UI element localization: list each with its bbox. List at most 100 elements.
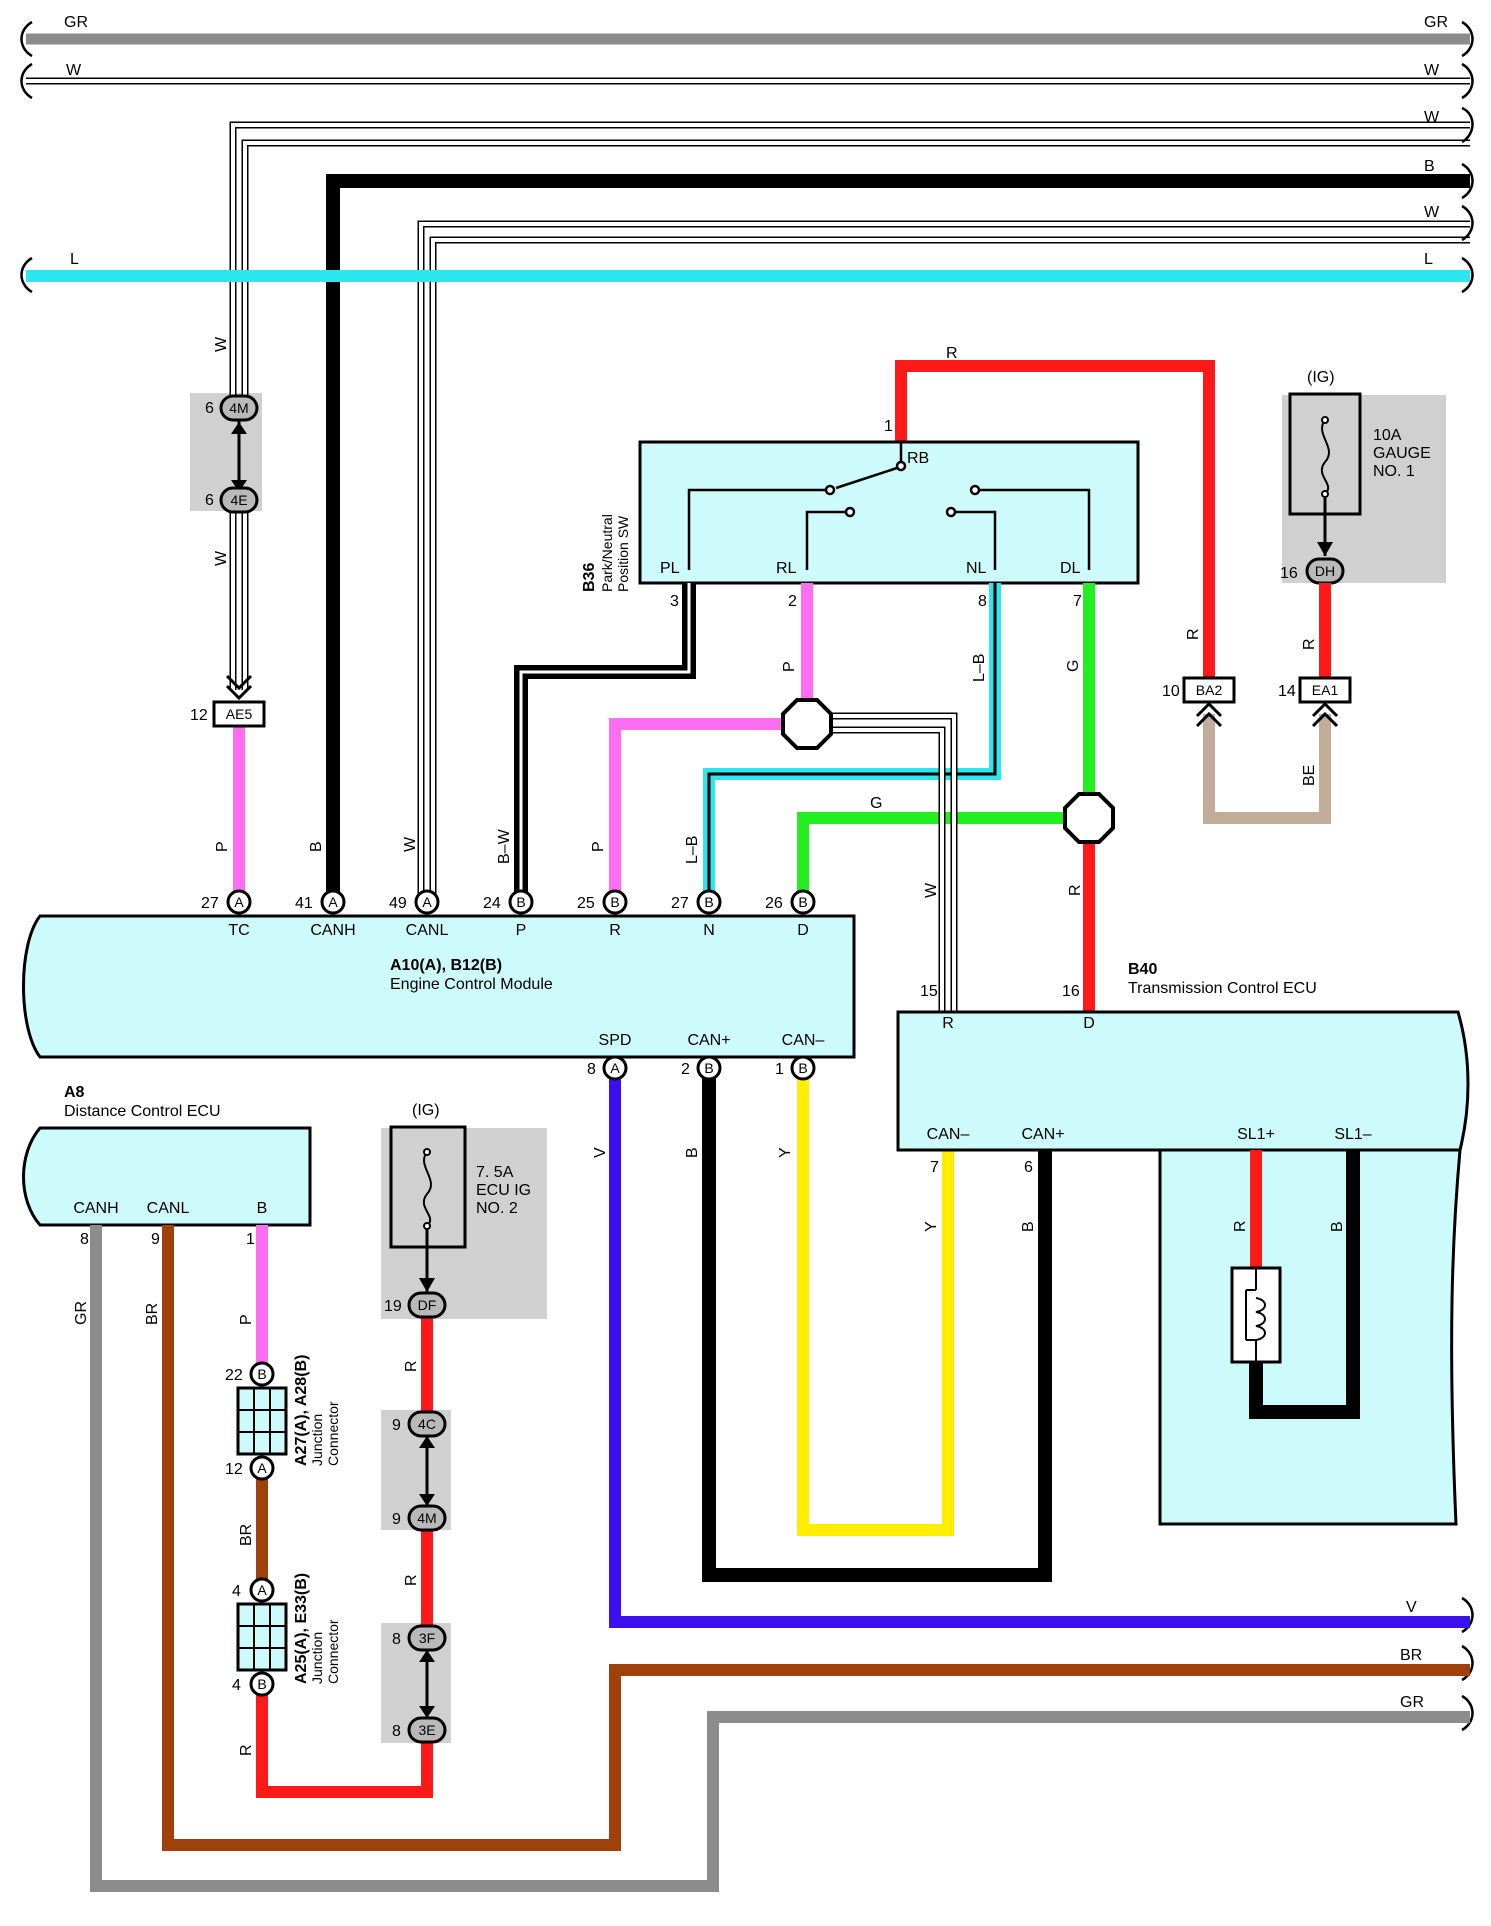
wire-r-rb: [895, 360, 1215, 686]
svg-text:Connector: Connector: [325, 1401, 341, 1466]
fuse-gauge-shade: [1282, 395, 1446, 583]
tcu-box: [896, 1010, 1470, 1152]
ecm-pin-tc: A 27 TC P: [201, 841, 252, 939]
pnp-switch-contacts: [687, 442, 1091, 570]
fuse-ecu-ig: (IG): [412, 1102, 440, 1119]
tcu-pin-num-16: 16: [1062, 983, 1080, 1000]
svg-text:B: B: [257, 1366, 266, 1382]
ecm-pin-canl: A 49 CANL W: [389, 836, 448, 939]
wire-bw-pl: [514, 583, 696, 906]
svg-text:4: 4: [232, 1677, 241, 1694]
dce-pin-canh: CANH: [73, 1200, 118, 1217]
fuse-ecu-line3: NO. 2: [476, 1200, 518, 1217]
fuse-gauge-ig: (IG): [1307, 369, 1335, 386]
connector-ba2: BA2 10: [1162, 676, 1236, 728]
svg-text:1: 1: [775, 1061, 784, 1078]
label-ba2-wire: R: [1185, 628, 1202, 640]
tcu-pin-r: R: [942, 1015, 954, 1032]
svg-text:6: 6: [205, 492, 214, 509]
label-top-w1-left: W: [66, 62, 82, 79]
label-ecu-r2: R: [403, 1574, 420, 1586]
break-marks: [20, 20, 1474, 1732]
ecm-pin-n: B 27 N L–B: [671, 836, 722, 939]
svg-text:R: R: [609, 922, 621, 939]
connector-4m-bottom: 4M 9: [392, 1504, 447, 1532]
svg-text:EA1: EA1: [1312, 682, 1339, 698]
svg-text:8: 8: [392, 1723, 401, 1740]
label-top-b: B: [1424, 158, 1435, 175]
svg-text:A25(A), E33(B): A25(A), E33(B): [293, 1573, 310, 1684]
tcu-pin-sl1-minus: SL1–: [1334, 1126, 1371, 1143]
dce-pin-canl: CANL: [147, 1200, 190, 1217]
dce-num-8: 8: [80, 1231, 89, 1248]
label-top-w2: W: [1424, 109, 1440, 126]
tcu-pin-num-7: 7: [930, 1159, 939, 1176]
ecm-pin-r: B 25 R P: [577, 841, 628, 939]
pnp-name-2: Position SW: [615, 515, 631, 592]
svg-text:B: B: [798, 894, 807, 910]
svg-text:AE5: AE5: [226, 706, 253, 722]
tcu-solenoid-area: [1158, 1148, 1462, 1526]
svg-text:TC: TC: [228, 922, 249, 939]
ecm-pin-spd: A 8 SPD V: [587, 1032, 631, 1158]
svg-text:Junction: Junction: [309, 1632, 325, 1684]
connector-4c: 4C 9: [392, 1410, 447, 1438]
pnp-num-3: 3: [670, 593, 679, 610]
svg-text:B–W: B–W: [496, 828, 513, 864]
ecm-pin-d: B 26 D: [765, 889, 816, 939]
dce-pin-b: B: [257, 1200, 268, 1217]
svg-text:4M: 4M: [417, 1510, 436, 1526]
svg-text:41: 41: [295, 895, 313, 912]
tcu-wire-y: Y: [923, 1221, 940, 1232]
connector-ea1: EA1 14: [1278, 676, 1352, 728]
label-junction-r: R: [238, 1744, 255, 1756]
junction-connector-2: A 4 B 4 A25(A), E33(B) Junction Connecto…: [232, 1573, 341, 1697]
wire-b-can-plus: [702, 1070, 1052, 1582]
svg-text:2: 2: [681, 1061, 690, 1078]
label-top-w3: W: [1424, 204, 1440, 221]
ecm-pin-can-plus: B 2 CAN+ B: [681, 1032, 731, 1158]
label-top-l-left: L: [70, 251, 79, 268]
splice-rl: [781, 698, 833, 750]
connector-3e: 3E 8: [392, 1716, 447, 1744]
svg-text:B: B: [798, 1060, 807, 1076]
tcu-pin-can-plus: CAN+: [1021, 1126, 1064, 1143]
svg-text:N: N: [703, 922, 715, 939]
label-top-l-right: L: [1424, 251, 1433, 268]
dce-box: [22, 1126, 312, 1227]
svg-text:3E: 3E: [418, 1722, 435, 1738]
wire-be: [1203, 714, 1331, 824]
svg-text:9: 9: [392, 1417, 401, 1434]
label-top-w1-right: W: [1424, 62, 1440, 79]
ecm-pin-p: B 24 P B–W: [483, 828, 534, 939]
connector-4e: 4E 6: [205, 486, 259, 514]
dce-num-9: 9: [151, 1231, 160, 1248]
svg-text:4E: 4E: [230, 492, 247, 508]
dce-code: A8: [64, 1084, 85, 1101]
fuse-gauge-line2: GAUGE: [1373, 445, 1431, 462]
wire-r-junction-3e: [256, 1690, 433, 1798]
pnp-pin-dl: DL: [1060, 560, 1081, 577]
junction-connector-1: B 22 A 12 A27(A), A28(B) Junction Connec…: [225, 1355, 341, 1481]
svg-text:W: W: [402, 836, 419, 852]
tcu-pin-can-minus: CAN–: [927, 1126, 970, 1143]
wire-y-can-minus: [797, 1070, 954, 1536]
pnp-pin-rl: RL: [776, 560, 797, 577]
dce-wire-gr: GR: [73, 1301, 90, 1325]
ecm-pin-can-minus: B 1 CAN– Y: [775, 1032, 824, 1158]
connector-df: DF 19: [384, 1291, 447, 1319]
tcu-wire-b-sl1: B: [1329, 1221, 1346, 1232]
fuse-gauge-line3: NO. 1: [1373, 463, 1415, 480]
svg-text:CANL: CANL: [406, 922, 449, 939]
svg-text:4: 4: [232, 1583, 241, 1600]
svg-text:B: B: [684, 1147, 701, 1158]
svg-text:4C: 4C: [418, 1416, 436, 1432]
svg-text:B: B: [704, 894, 713, 910]
label-wire-p-rl: P: [781, 661, 798, 672]
dce-name: Distance Control ECU: [64, 1103, 221, 1120]
svg-text:12: 12: [190, 707, 208, 724]
svg-text:A: A: [610, 1060, 620, 1076]
ecm-title: A10(A), B12(B): [390, 957, 502, 974]
svg-text:SPD: SPD: [599, 1032, 632, 1049]
